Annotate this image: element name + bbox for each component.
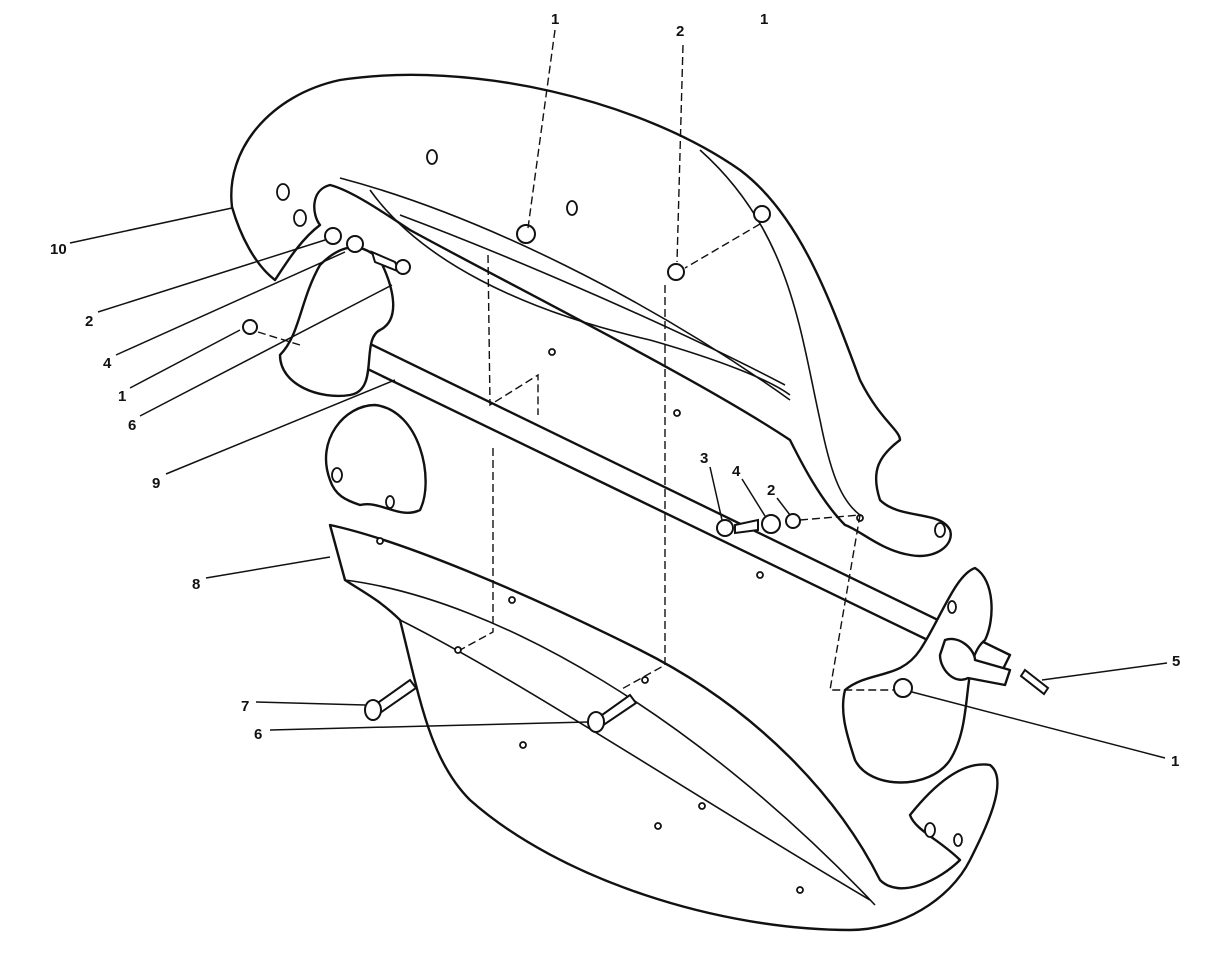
callout-8: 8 <box>192 576 200 593</box>
callout-4: 4 <box>103 355 112 372</box>
side-plate <box>324 403 427 515</box>
callout-9: 9 <box>152 475 160 492</box>
callout-6: 6 <box>254 726 262 743</box>
lower-shroud <box>328 523 999 932</box>
left-bearing-bracket <box>278 246 395 398</box>
right-bearing-bracket <box>841 566 993 784</box>
shroud-inner-line <box>399 214 786 386</box>
callout-6: 6 <box>128 417 136 434</box>
callout-2: 2 <box>676 23 684 40</box>
alignment-lines <box>257 29 895 691</box>
callout-7: 7 <box>241 698 249 715</box>
callout-2: 2 <box>767 482 775 499</box>
callout-1: 1 <box>118 388 126 405</box>
leader-lines <box>69 207 1168 759</box>
lower-shroud-line <box>399 619 871 901</box>
upper-shroud <box>230 73 952 558</box>
callout-1: 1 <box>551 11 559 28</box>
callout-labels: 1 2 1 10 2 4 1 6 9 3 4 2 8 5 7 6 1 <box>50 11 1180 770</box>
shroud-crease <box>339 177 791 401</box>
mounting-holes <box>276 149 963 894</box>
callout-4: 4 <box>732 463 741 480</box>
callout-1: 1 <box>760 11 768 28</box>
shaft-collar <box>938 637 1012 687</box>
callout-3: 3 <box>700 450 708 467</box>
lower-shroud-crease <box>344 579 876 906</box>
hardware <box>242 205 1050 733</box>
shroud-edge <box>369 189 791 396</box>
callout-10: 10 <box>50 241 67 258</box>
callout-2: 2 <box>85 313 93 330</box>
callout-1: 1 <box>1171 753 1179 770</box>
callout-5: 5 <box>1172 653 1180 670</box>
